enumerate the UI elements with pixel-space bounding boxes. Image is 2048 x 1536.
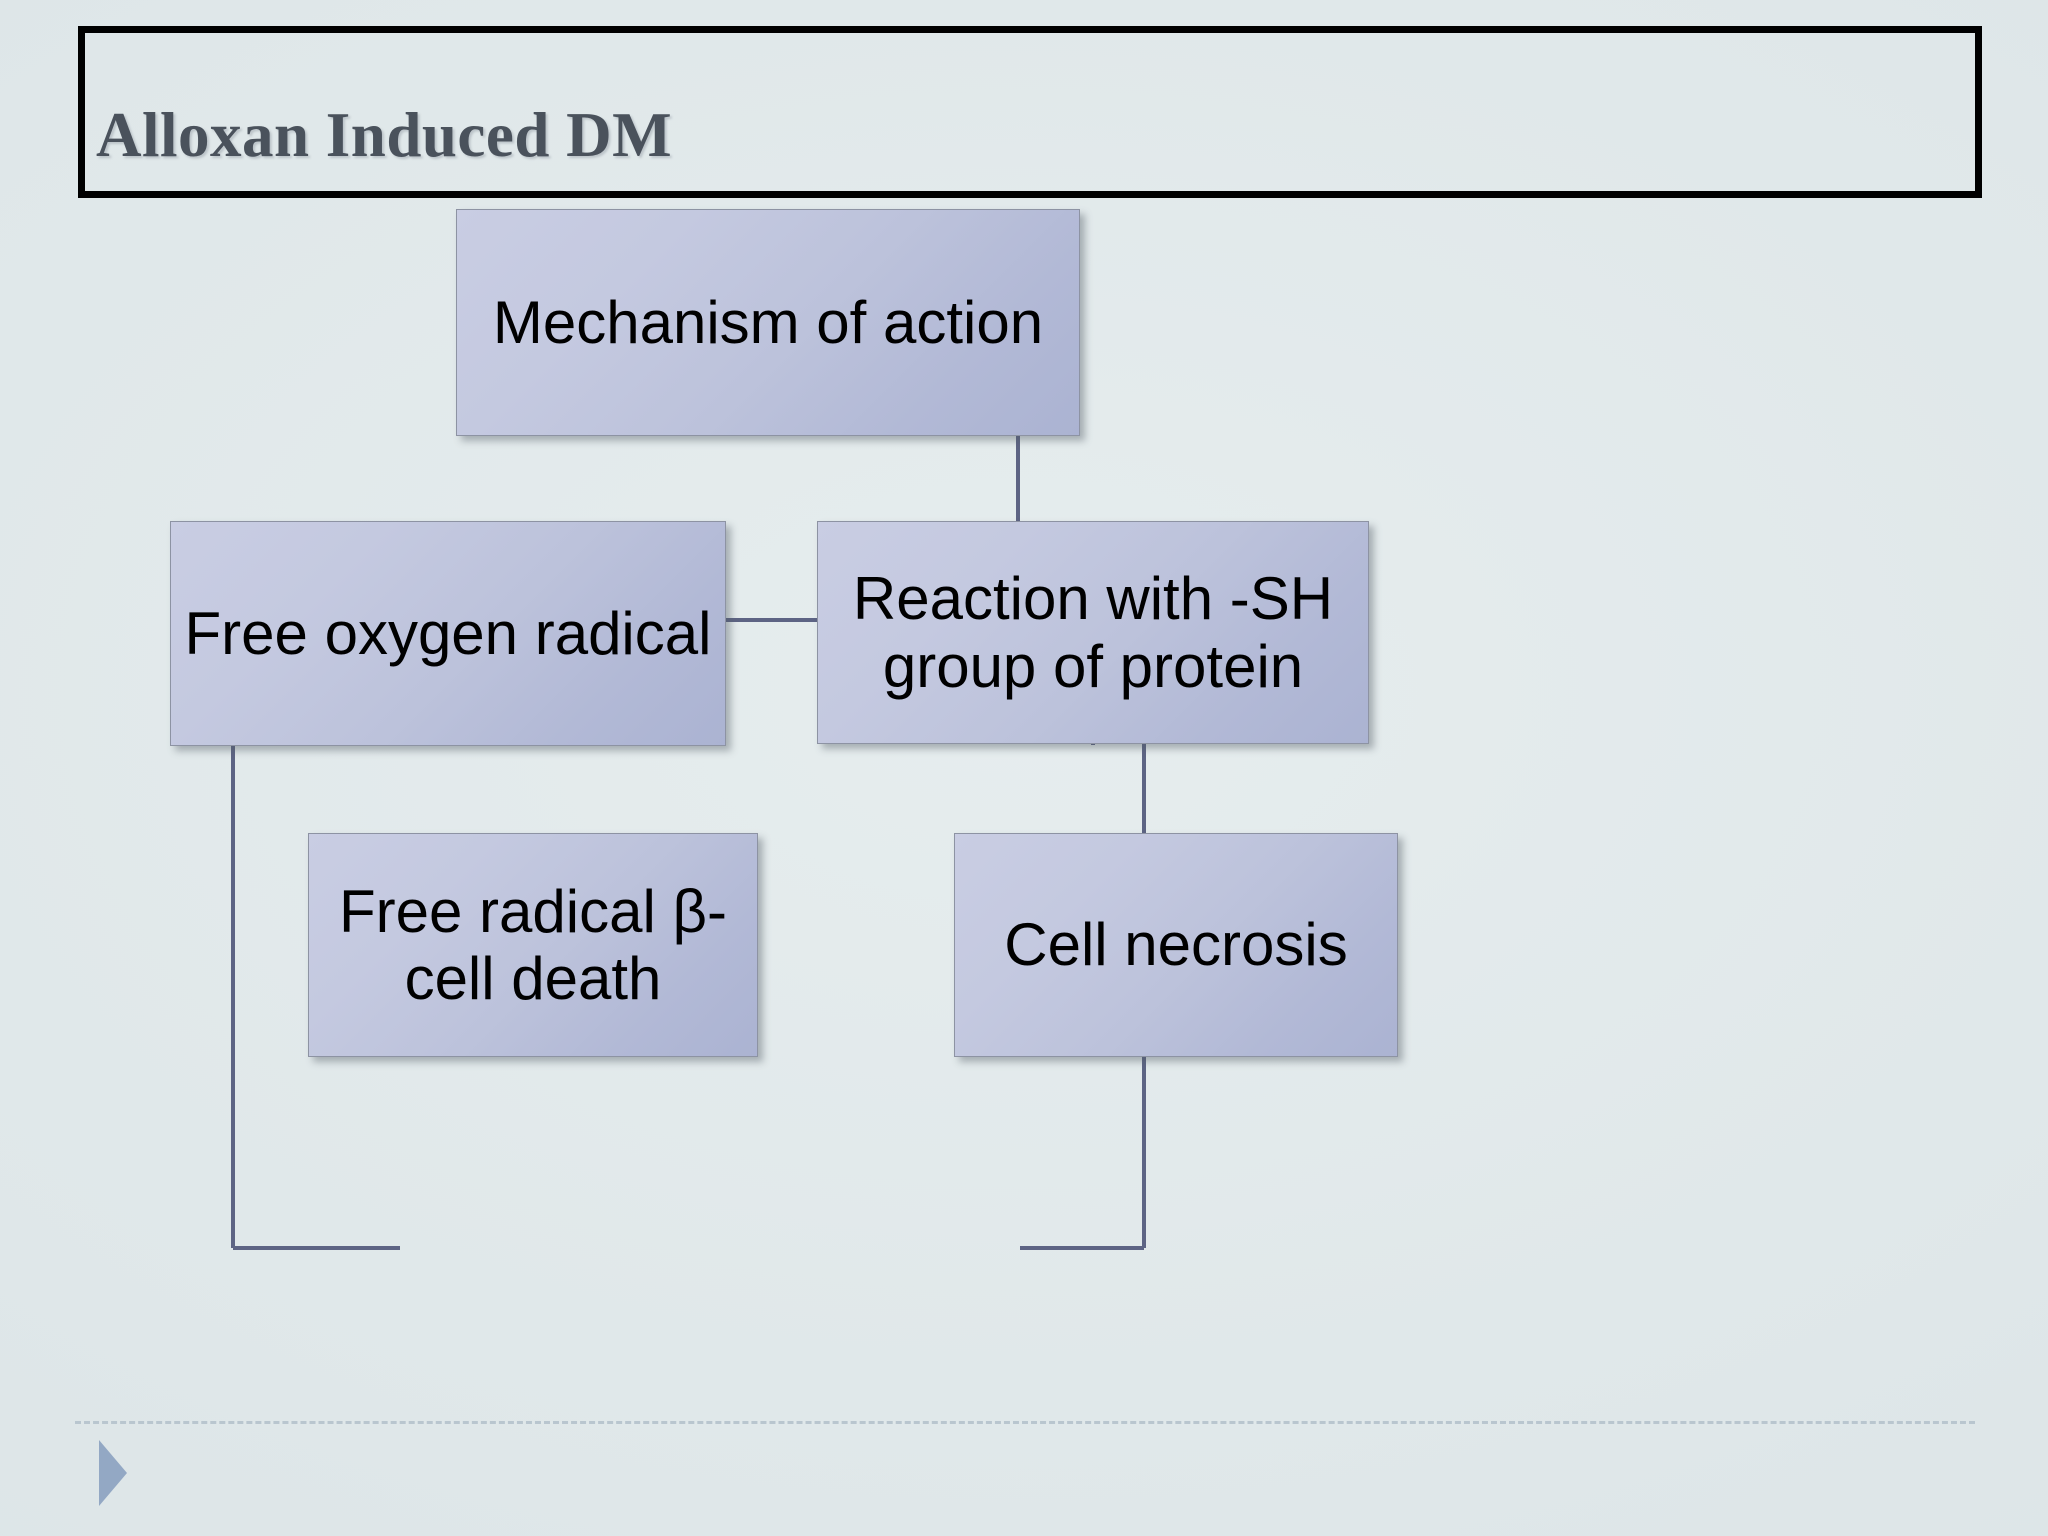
page-title: Alloxan Induced DM <box>96 100 673 170</box>
footer-divider <box>75 1421 1975 1424</box>
flow-node-free-radical-cell-death[interactable]: Free radical β-cell death <box>308 833 758 1057</box>
play-triangle-icon <box>99 1440 127 1506</box>
flow-node-mechanism[interactable]: Mechanism of action <box>456 209 1080 436</box>
flow-node-reaction-sh-group[interactable]: Reaction with -SH group of protein <box>817 521 1369 744</box>
title-frame <box>78 26 1982 198</box>
flow-node-free-oxygen-radical[interactable]: Free oxygen radical <box>170 521 726 746</box>
flow-node-cell-necrosis[interactable]: Cell necrosis <box>954 833 1398 1057</box>
